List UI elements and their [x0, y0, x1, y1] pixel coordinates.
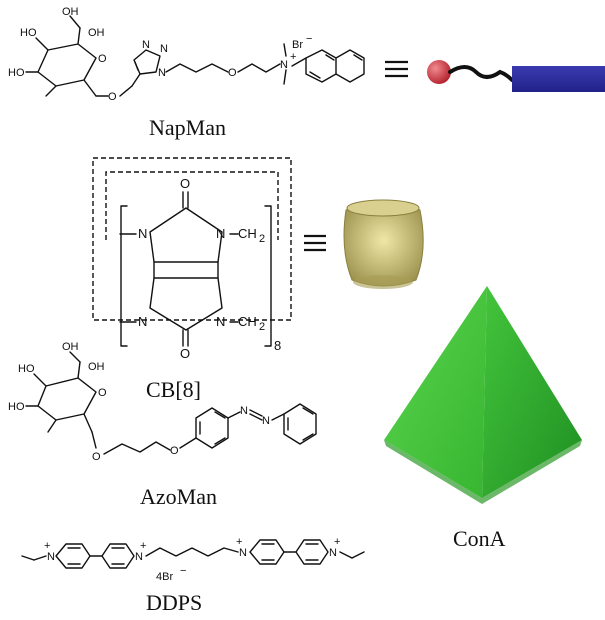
- cb8-ch2-bottom: CH: [238, 314, 257, 329]
- napman-link-o: O: [108, 91, 117, 103]
- napman-label: NapMan: [149, 115, 226, 140]
- napman-ho-left: HO: [20, 27, 37, 39]
- azoman-oh-top: OH: [62, 341, 79, 353]
- napman-br: Br: [292, 39, 303, 51]
- azoman-ho-left: HO: [18, 363, 35, 375]
- cb8-cartoon: [343, 199, 424, 289]
- ddps-label: DDPS: [146, 590, 202, 615]
- cb8-ch2-top-sub: 2: [259, 233, 265, 245]
- napman-chain-o: O: [228, 67, 237, 79]
- napman-br-minus: −: [306, 33, 312, 45]
- cb8-subscript: 8: [274, 338, 281, 353]
- ddps-n4: N: [329, 547, 337, 559]
- napman-oh-mid: OH: [88, 27, 105, 39]
- ddps-counterion: 4Br: [156, 571, 173, 583]
- cona-cartoon: [384, 286, 582, 504]
- cb8-n-br: N: [216, 314, 225, 329]
- napman-triazole-n1: N: [142, 39, 150, 51]
- azoman-ring-o: O: [98, 387, 107, 399]
- napman-structure: OH HO OH HO O O N N N O N + Br −: [8, 6, 408, 103]
- cb8-n-bl: N: [138, 314, 147, 329]
- cb8-structure: O O N N N N CH 2 CH 2 8: [92, 157, 326, 361]
- ddps-n1-plus: +: [44, 540, 50, 552]
- cona-label: ConA: [453, 526, 506, 551]
- cb8-ch2-bottom-sub: 2: [259, 321, 265, 333]
- ddps-n3: N: [239, 547, 247, 559]
- napman-triazole-n2: N: [160, 43, 168, 55]
- napman-cartoon: [427, 60, 605, 92]
- ddps-n2: N: [135, 551, 143, 563]
- cb8-o-bottom: O: [180, 346, 190, 361]
- ddps-structure: N + N + 4Br − N + N +: [21, 536, 365, 583]
- ddps-n1: N: [47, 551, 55, 563]
- azoman-label: AzoMan: [140, 484, 217, 509]
- azoman-link-o: O: [92, 451, 101, 463]
- napman-n-plus: N: [280, 59, 288, 71]
- ddps-n4-plus: +: [334, 536, 340, 548]
- azoman-ho-low: HO: [8, 401, 25, 413]
- azoman-azo-n1: N: [240, 405, 248, 417]
- azoman-structure: OH HO OH HO O O O N N: [8, 341, 317, 463]
- azoman-chain-o: O: [170, 445, 179, 457]
- napman-ho-low: HO: [8, 67, 25, 79]
- azoman-azo-n2: N: [262, 415, 270, 427]
- cb8-n-tr: N: [216, 226, 225, 241]
- cb8-ch2-top: CH: [238, 226, 257, 241]
- napman-ring-o: O: [98, 53, 107, 65]
- ddps-n2-plus: +: [140, 540, 146, 552]
- cb8-n-tl: N: [138, 226, 147, 241]
- napman-plus: +: [290, 51, 296, 63]
- ddps-counterion-minus: −: [180, 565, 186, 577]
- azoman-oh-mid: OH: [88, 361, 105, 373]
- ddps-n3-plus: +: [236, 536, 242, 548]
- napman-oh-top: OH: [62, 6, 79, 18]
- napman-triazole-n3: N: [158, 67, 166, 79]
- cb8-o-top: O: [180, 176, 190, 191]
- cb8-label: CB[8]: [146, 377, 201, 402]
